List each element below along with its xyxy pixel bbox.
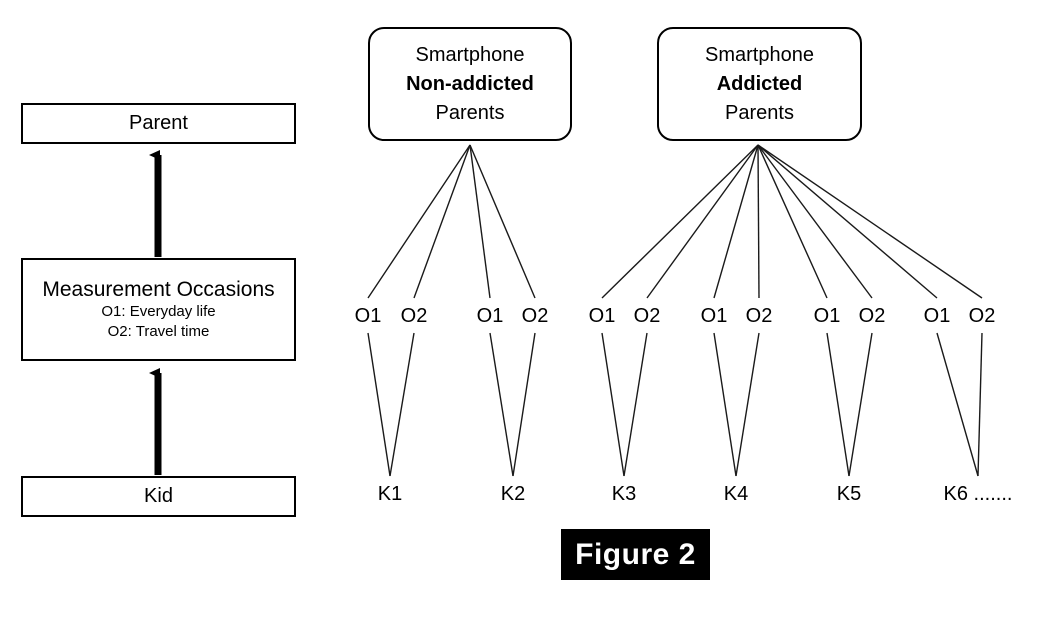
fan-line-non-addicted-o-4	[469, 144, 536, 299]
vee-line-o-2-to-K1	[389, 332, 415, 477]
occasion-node-o-5: O1	[588, 305, 616, 327]
kid-level-label: Kid	[144, 485, 173, 507]
kid-node-k-4: K4	[723, 483, 749, 505]
group-addicted-line1: Smartphone	[705, 43, 814, 66]
occasion-node-o-3: O1	[476, 305, 504, 327]
measurement-occasions-label: Measurement Occasions	[42, 278, 275, 302]
group-addicted-line3: Parents	[725, 101, 794, 124]
vee-line-o-4-to-K2	[512, 332, 536, 477]
vee-line-o-5-to-K3	[601, 332, 625, 477]
fan-line-addicted-o-7	[713, 144, 759, 299]
parent-level-box: Parent	[21, 103, 296, 144]
occasion-to-kid-lines	[367, 332, 983, 477]
parent-level-label: Parent	[129, 112, 188, 134]
group-box-non-addicted-parents: Smartphone Non-addicted Parents	[368, 27, 572, 141]
group-to-occasion-lines	[367, 144, 983, 299]
group-non-addicted-line3: Parents	[435, 101, 505, 124]
kid-node-k-1: K1	[377, 483, 403, 505]
fan-line-addicted-o-8	[757, 144, 760, 299]
group-non-addicted-line1: Smartphone	[415, 43, 525, 66]
vee-line-o-12-to-K6	[977, 332, 983, 477]
occasion-o2-description: O2: Travel time	[107, 322, 210, 340]
vee-line-o-7-to-K4	[713, 332, 737, 477]
kid-node-k-2: K2	[500, 483, 526, 505]
occasion-node-o-10: O2	[858, 305, 886, 327]
occasion-node-o-7: O1	[700, 305, 728, 327]
fan-line-addicted-o-10	[757, 144, 873, 299]
vee-line-o-10-to-K5	[848, 332, 873, 477]
measurement-occasions-level-box: Measurement Occasions O1: Everyday life …	[21, 258, 296, 361]
fan-line-addicted-o-9	[757, 144, 828, 299]
group-addicted-line2: Addicted	[716, 72, 803, 95]
figure-caption-banner: Figure 2	[561, 529, 710, 580]
fan-line-non-addicted-o-1	[367, 144, 471, 299]
occasion-node-o-11: O1	[923, 305, 951, 327]
fan-line-addicted-o-12	[757, 144, 983, 299]
occasion-node-o-1: O1	[354, 305, 382, 327]
fan-line-addicted-o-5	[601, 144, 759, 299]
group-box-addicted-parents: Smartphone Addicted Parents	[657, 27, 862, 141]
occasion-node-o-8: O2	[745, 305, 773, 327]
vee-line-o-1-to-K1	[367, 332, 391, 477]
occasion-node-o-9: O1	[813, 305, 841, 327]
occasion-node-o-4: O2	[521, 305, 549, 327]
vee-line-o-6-to-K3	[623, 332, 648, 477]
fan-line-non-addicted-o-3	[469, 144, 491, 299]
fan-line-addicted-o-6	[646, 144, 759, 299]
vee-line-o-3-to-K2	[489, 332, 514, 477]
kid-node-k-3: K3	[611, 483, 637, 505]
occasion-o1-description: O1: Everyday life	[101, 303, 216, 321]
vee-line-o-9-to-K5	[826, 332, 850, 477]
kid-level-box: Kid	[21, 476, 296, 517]
kid-node-k-6: K6 .......	[943, 483, 1013, 505]
vee-line-o-8-to-K4	[735, 332, 760, 477]
occasion-node-o-6: O2	[633, 305, 661, 327]
group-non-addicted-line2: Non-addicted	[406, 72, 534, 95]
vee-line-o-11-to-K6	[936, 332, 979, 477]
fan-line-non-addicted-o-2	[413, 144, 471, 299]
figure-caption-text: Figure 2	[575, 537, 696, 571]
fan-line-addicted-o-11	[757, 144, 938, 299]
kid-node-k-5: K5	[836, 483, 862, 505]
occasion-node-o-12: O2	[968, 305, 996, 327]
occasion-node-o-2: O2	[400, 305, 428, 327]
